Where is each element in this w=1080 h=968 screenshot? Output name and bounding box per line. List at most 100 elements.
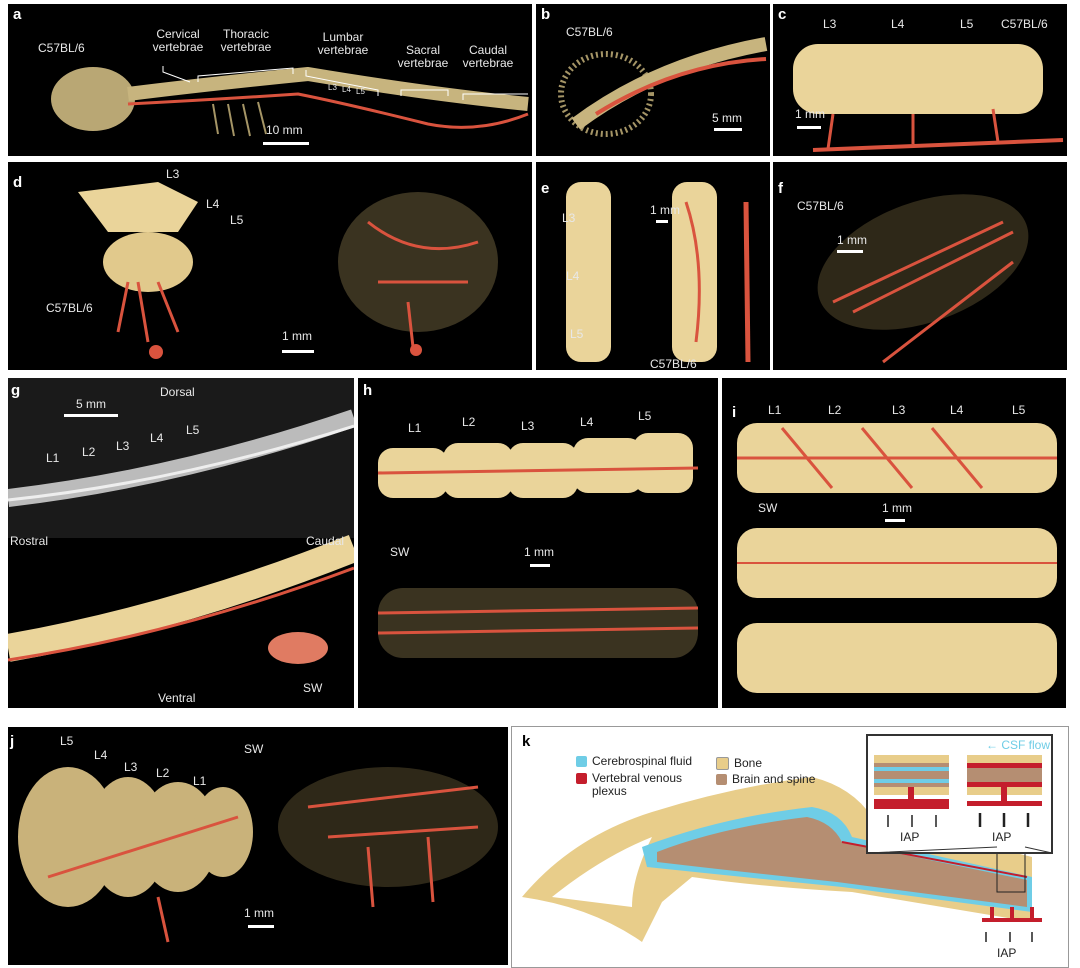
iap-label: IAP: [900, 830, 920, 844]
l2-label: L2: [82, 445, 96, 459]
sacral-label: Sacral vertebrae: [397, 43, 449, 70]
vertebra-crosssection-image: [78, 182, 498, 359]
l3-label: L3: [521, 419, 535, 433]
strain-label: C57BL/6: [566, 25, 613, 39]
panel-k: k Cerebrospinal fluid Vertebral venous p…: [511, 726, 1069, 968]
scale-label: 1 mm: [837, 233, 867, 247]
l3-label: L3: [328, 83, 337, 92]
legend-vvp: Vertebral venous plexus: [576, 772, 692, 798]
l5-label: L5: [638, 409, 652, 423]
l3-label: L3: [892, 403, 906, 417]
l1-label: L1: [193, 774, 207, 788]
panel-label: e: [541, 180, 550, 197]
panel-label: d: [13, 174, 23, 191]
scale-bar: [797, 126, 821, 129]
scale-label: 5 mm: [76, 397, 106, 411]
l4-label: L4: [94, 748, 108, 762]
scale-bar: [885, 519, 905, 522]
strain-label: C57BL/6: [38, 41, 85, 55]
brain-swatch: [716, 774, 727, 786]
panel-label: b: [541, 6, 551, 23]
scale-label: 1 mm: [282, 329, 312, 343]
scale-label: 10 mm: [266, 123, 303, 137]
scale-label: 1 mm: [650, 203, 680, 217]
panel-label: k: [522, 733, 531, 750]
panel-e: e L3 L4 L5 1 mm C57BL/6: [536, 162, 770, 370]
l2-label: L2: [828, 403, 842, 417]
panel-a: a C57BL/6 Cervical vertebrae Thoracic ve…: [8, 4, 532, 156]
panel-label: f: [778, 180, 783, 197]
scale-bar: [248, 925, 274, 928]
l1-label: L1: [408, 421, 422, 435]
scale-bar: [714, 128, 742, 131]
scale-bar: [64, 414, 118, 417]
panel-label: j: [10, 733, 15, 750]
legend-vvp-label: Vertebral venous plexus: [592, 771, 683, 798]
l5-label: L5: [60, 734, 74, 748]
scale-bar: [282, 350, 314, 353]
sw-label: SW: [390, 545, 410, 559]
panel-j: j L5 L4 L3 L2 L1 SW 1 mm: [8, 727, 508, 965]
panel-label: c: [778, 6, 787, 23]
thoracic-label: Thoracic vertebrae: [220, 27, 272, 54]
lumbar-dorsal-image: [737, 423, 1057, 693]
panel-g: g Dorsal 5 mm L1 L2 L3 L4 L5 Rostral Cau…: [8, 378, 354, 708]
l4-label: L4: [566, 269, 580, 283]
iap-label: IAP: [992, 830, 1012, 844]
rostral-label: Rostral: [10, 534, 49, 548]
mri-overlay-image: [8, 378, 354, 664]
l5-label: L5: [570, 327, 584, 341]
l2-label: L2: [156, 766, 170, 780]
l3-label: L3: [562, 211, 576, 225]
legend-bone: Bone: [716, 756, 763, 771]
legend-brain-label: Brain and spine: [732, 772, 816, 786]
lumbar-oblique-image: [18, 767, 498, 943]
l2-label: L2: [462, 415, 476, 429]
caudal-label: Caudal vertebrae: [462, 43, 514, 70]
scale-label: 1 mm: [244, 906, 274, 920]
sw-label: SW: [303, 681, 323, 695]
panel-i: i L1 L2 L3 L4 L5 SW 1 mm: [722, 378, 1066, 708]
vvp-swatch: [576, 773, 587, 785]
iap-label: IAP: [997, 946, 1017, 960]
ventral-label: Ventral: [158, 691, 196, 705]
skeleton-image: [51, 66, 529, 137]
scale-label: 1 mm: [524, 545, 554, 559]
strain-label: C57BL/6: [650, 357, 697, 371]
panel-label: a: [13, 6, 22, 23]
legend-csf: Cerebrospinal fluid: [576, 755, 692, 768]
l3-label: L3: [124, 760, 138, 774]
l5-label: L5: [186, 423, 200, 437]
l5-label: L5: [960, 17, 974, 31]
l4-label: L4: [950, 403, 964, 417]
csf-schematic-diagram: [522, 734, 1053, 942]
scale-label: 5 mm: [712, 111, 742, 125]
legend-brain: Brain and spine: [716, 773, 815, 786]
legend-bone-label: Bone: [734, 756, 763, 770]
scale-label: 1 mm: [882, 501, 912, 515]
l4-label: L4: [150, 431, 164, 445]
panel-label: g: [11, 382, 21, 399]
strain-label: C57BL/6: [46, 301, 93, 315]
sw-label: SW: [758, 501, 778, 515]
l4-label: L4: [891, 17, 905, 31]
panel-label: i: [732, 404, 737, 421]
panel-c: c L3 L4 L5 C57BL/6 1 mm: [773, 4, 1067, 156]
panel-label: h: [363, 382, 373, 399]
panel-b: b C57BL/6 5 mm: [536, 4, 770, 156]
l4-label: L4: [206, 197, 220, 211]
l5-label: L5: [230, 213, 244, 227]
caudal-label: Caudal: [306, 534, 345, 548]
vasculature-image: [817, 194, 1029, 364]
vertebrae-image: [793, 44, 1064, 152]
l4-label: L4: [342, 85, 351, 94]
scale-bar: [837, 250, 863, 253]
l1-label: L1: [768, 403, 782, 417]
scale-bar: [263, 142, 309, 145]
scale-label: 1 mm: [795, 107, 825, 121]
csf-flow-label: ← CSF flow: [986, 738, 1051, 752]
panel-h: h L1 L2 L3 L4 L5 SW 1 mm: [358, 378, 718, 708]
lumbar-lateral-image: [377, 433, 699, 658]
lumbar-label: Lumbar vertebrae: [317, 30, 369, 57]
bone-swatch: [716, 757, 729, 771]
